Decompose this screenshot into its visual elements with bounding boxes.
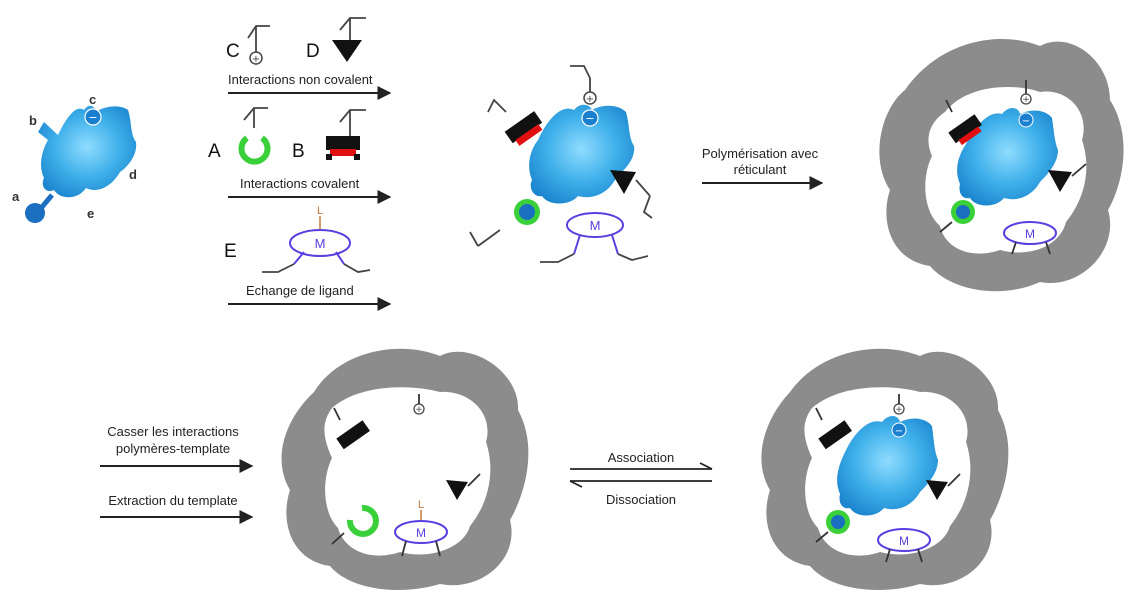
metal-symbol-mip: M <box>1025 227 1035 241</box>
svg-text:+: + <box>252 54 260 65</box>
ligand-symbol-cavity: L <box>418 499 424 511</box>
monomer-label-e: E <box>224 241 237 262</box>
monomer-label-c: C <box>226 41 240 62</box>
site-label-d: d <box>129 167 137 182</box>
label-ligand-exchange: Echange de ligand <box>246 283 354 298</box>
label-break-1: Casser les interactions <box>107 424 239 439</box>
monomer-a-green-ring-icon <box>238 107 271 165</box>
label-association: Association <box>607 450 675 465</box>
monomer-c-positive-icon: + <box>247 25 270 65</box>
metal-symbol-e: M <box>315 236 326 251</box>
site-a-blue-dot <box>25 203 45 223</box>
label-polymerization-2: réticulant <box>733 162 787 177</box>
svg-text:+: + <box>415 405 423 415</box>
metal-symbol-complex: M <box>590 218 601 233</box>
svg-text:+: + <box>1022 95 1030 105</box>
label-polymerization-1: Polymérisation avec <box>701 146 819 161</box>
prepolymerization-complex: + − <box>469 65 653 263</box>
free-template: − <box>25 105 137 223</box>
site-label-e: e <box>87 206 95 221</box>
metal-symbol-cavity: M <box>416 526 426 540</box>
svg-text:+: + <box>586 94 594 105</box>
ligand-symbol-e: L <box>317 205 323 217</box>
monomer-label-a: A <box>208 141 221 162</box>
monomer-label-b: B <box>292 141 305 162</box>
metal-symbol-rebound: M <box>899 534 909 548</box>
svg-text:−: − <box>1022 116 1030 127</box>
template-body <box>38 105 137 198</box>
site-label-a: a <box>12 189 20 204</box>
monomer-d-triangle-icon <box>332 17 366 62</box>
site-label-c: c <box>89 92 97 107</box>
negative-charge-icon <box>84 108 102 126</box>
mip-with-template: + − <box>879 38 1124 292</box>
label-break-2: polymères-template <box>115 441 231 456</box>
monomer-label-d: D <box>306 41 320 62</box>
svg-text:−: − <box>585 112 594 125</box>
label-dissociation: Dissociation <box>605 492 677 507</box>
monomer-b-covalent-block-icon <box>326 109 366 160</box>
empty-cavity-mip: + <box>281 348 529 590</box>
label-covalent: Interactions covalent <box>240 176 360 191</box>
label-noncovalent: Interactions non covalent <box>228 72 373 87</box>
rebound-mip: + − <box>761 348 1009 590</box>
monomer-e-metal-complex-icon <box>262 216 371 273</box>
label-extraction: Extraction du template <box>108 493 238 508</box>
svg-text:−: − <box>88 111 97 124</box>
site-label-b: b <box>29 113 37 128</box>
svg-text:+: + <box>895 405 903 415</box>
equilibrium-arrows <box>569 462 713 488</box>
svg-text:−: − <box>895 426 903 437</box>
